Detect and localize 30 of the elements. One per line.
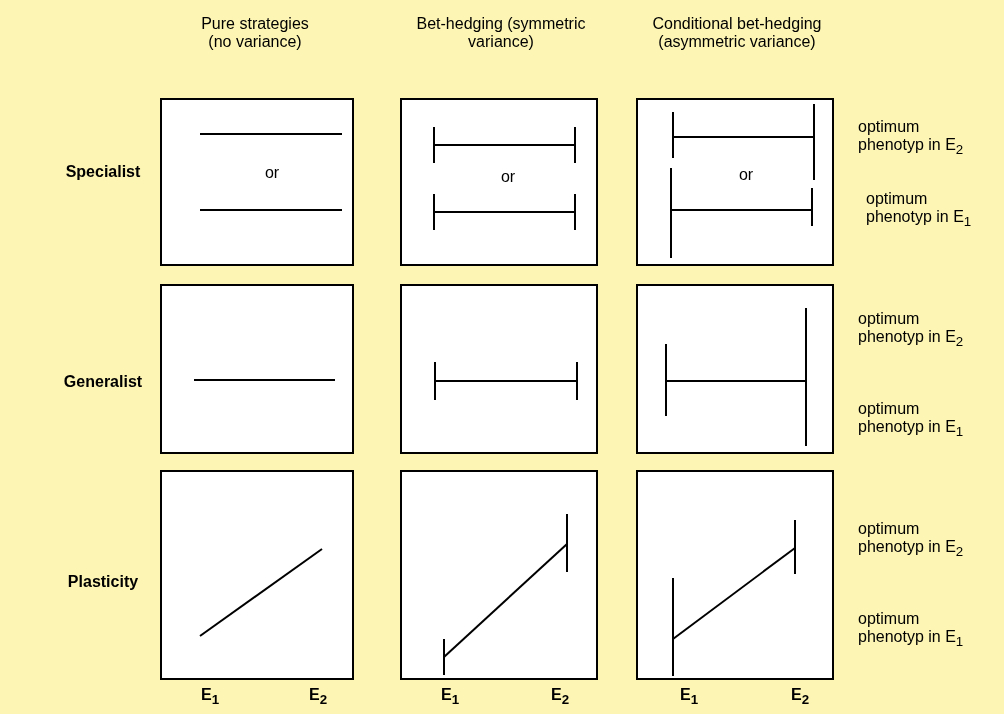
side-note: optimum phenotyp in E$_{1}$ [858,400,965,442]
plot-panel [400,470,598,680]
panel-text: or [264,164,280,182]
column-header: Conditional bet-hedging (asymmetric variance) [651,15,823,51]
row-label: Specialist [64,163,142,181]
panel-text: or [500,168,516,186]
plot-panel [160,98,354,266]
plot-panel [636,470,834,680]
row-label: Plasticity [66,573,140,591]
side-note: optimum phenotyp in E$_{1}$ [866,190,973,232]
plot-panel [636,284,834,454]
side-note: optimum phenotyp in E$_{1}$ [858,610,965,652]
plot-panel [400,98,598,266]
axis-label: E$_{2}$ [549,686,571,710]
axis-label: E$_{1}$ [678,686,700,710]
column-header: Pure strategies (no variance) [200,15,310,51]
side-note: optimum phenotyp in E$_{2}$ [858,520,965,562]
plot-panel [400,284,598,454]
axis-label: E$_{2}$ [307,686,329,710]
row-label: Generalist [62,373,144,391]
axis-label: E$_{1}$ [439,686,461,710]
plot-panel [636,98,834,266]
plot-panel [160,470,354,680]
side-note: optimum phenotyp in E$_{2}$ [858,118,965,160]
plot-panel [160,284,354,454]
axis-label: E$_{1}$ [199,686,221,710]
axis-label: E$_{2}$ [789,686,811,710]
side-note: optimum phenotyp in E$_{2}$ [858,310,965,352]
column-header: Bet-hedging (symmetric variance) [416,15,586,51]
panel-text: or [738,166,754,184]
